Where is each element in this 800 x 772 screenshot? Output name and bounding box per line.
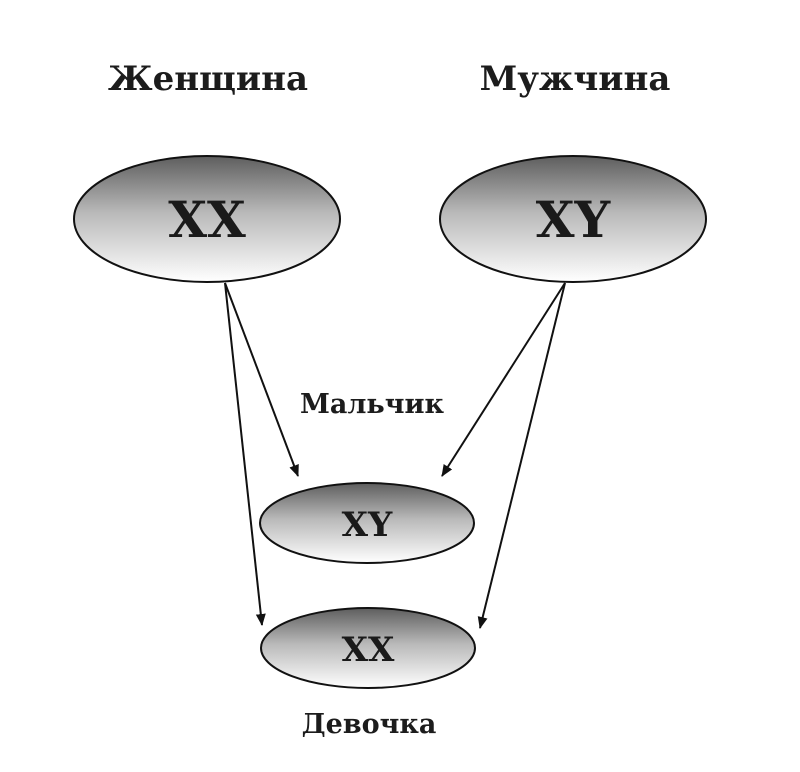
girl-chromosomes: XX	[342, 630, 395, 670]
arrow-man-to-girl	[477, 282, 566, 629]
boy-label: Мальчик	[300, 389, 445, 420]
woman-oval	[73, 155, 341, 283]
woman-label: Женщина	[108, 59, 308, 99]
man-label: Мужчина	[480, 59, 671, 99]
man-oval	[439, 155, 707, 283]
girl-oval	[260, 607, 476, 689]
man-chromosomes: XY	[536, 190, 612, 249]
girl-label: Девочка	[302, 709, 437, 740]
arrow-man-to-boy	[441, 282, 566, 477]
boy-oval	[259, 482, 475, 564]
boy-chromosomes: XY	[342, 505, 393, 545]
man-node: XY	[439, 155, 707, 283]
woman-node: XX	[73, 155, 341, 283]
boy-node: XY	[259, 482, 475, 564]
woman-chromosomes: XX	[168, 190, 246, 249]
girl-node: XX	[260, 607, 476, 689]
arrow-woman-to-girl	[224, 282, 266, 626]
arrow-woman-to-boy	[224, 282, 299, 477]
